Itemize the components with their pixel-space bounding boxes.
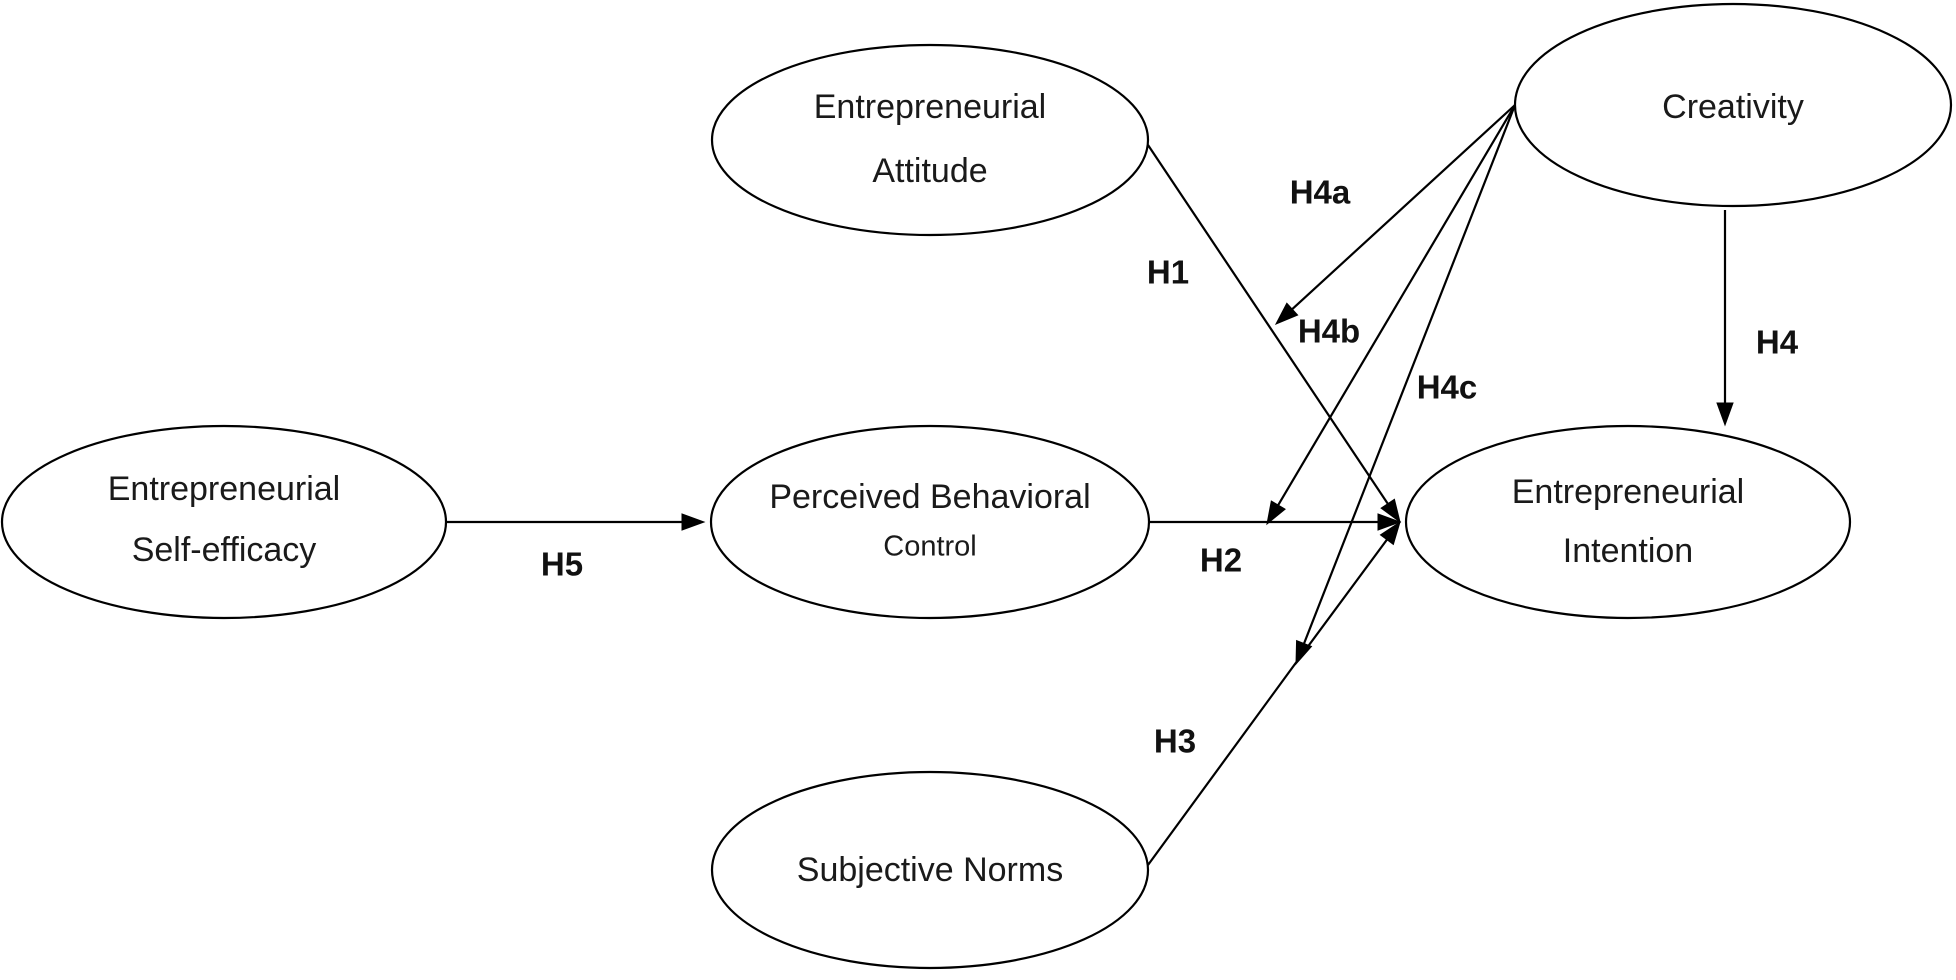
edge-h4a	[1274, 104, 1516, 325]
edge-line-h4b	[1273, 104, 1516, 513]
node-label-pbc-line-1: Perceived Behavioral	[769, 478, 1090, 516]
node-creativity: Creativity	[1513, 2, 1953, 208]
edge-h3	[1147, 520, 1401, 866]
edge-label-h4: H4	[1756, 324, 1799, 361]
edge-label-h5: H5	[541, 546, 583, 583]
node-label-self-efficacy-line-1: Entrepreneurial	[108, 470, 340, 508]
node-label-attitude-line-2: Attitude	[872, 152, 987, 190]
edge-line-h4c	[1300, 104, 1517, 652]
edge-h4	[1716, 210, 1734, 427]
edge-layer	[445, 104, 1734, 866]
node-label-pbc-line-2: Control	[883, 531, 977, 563]
arrowhead-h5	[681, 513, 706, 531]
node-shape-attitude	[710, 43, 1150, 237]
edge-h4c	[1295, 104, 1517, 666]
arrowhead-h1	[1380, 498, 1401, 524]
node-label-intention-line-1: Entrepreneurial	[1512, 473, 1744, 511]
edge-h5	[445, 513, 706, 531]
edge-line-h1	[1147, 144, 1394, 511]
node-shape-creativity	[1513, 2, 1953, 208]
edge-h4b	[1266, 104, 1516, 526]
arrowhead-h4	[1716, 402, 1734, 427]
edge-label-h3: H3	[1154, 723, 1196, 760]
node-label-norms-line-1: Subjective Norms	[797, 851, 1063, 889]
node-shape-pbc	[709, 424, 1151, 620]
edge-label-h4a: H4a	[1290, 174, 1351, 211]
edge-label-h1: H1	[1147, 254, 1189, 291]
node-shape-intention	[1404, 424, 1852, 620]
node-label-intention-line-2: Intention	[1563, 532, 1693, 570]
arrowhead-h3	[1379, 520, 1401, 546]
node-label-self-efficacy-line-2: Self-efficacy	[132, 531, 317, 569]
node-norms: Subjective Norms	[710, 770, 1150, 970]
edge-label-h2: H2	[1200, 542, 1242, 579]
node-label-creativity-line-1: Creativity	[1662, 88, 1804, 126]
node-label-attitude-line-1: Entrepreneurial	[814, 88, 1046, 126]
arrowhead-h4b	[1266, 500, 1286, 526]
arrowhead-h4a	[1274, 302, 1299, 325]
node-shape-self-efficacy	[0, 424, 448, 620]
node-shape-norms	[710, 770, 1150, 970]
edge-label-h4c: H4c	[1417, 369, 1478, 406]
edge-line-h4a	[1285, 104, 1516, 316]
edge-line-h3	[1147, 532, 1393, 866]
edge-label-h4b: H4b	[1298, 313, 1360, 350]
arrowhead-h2	[1377, 513, 1402, 531]
arrowhead-h4c	[1295, 639, 1313, 666]
edge-h1	[1147, 144, 1401, 524]
